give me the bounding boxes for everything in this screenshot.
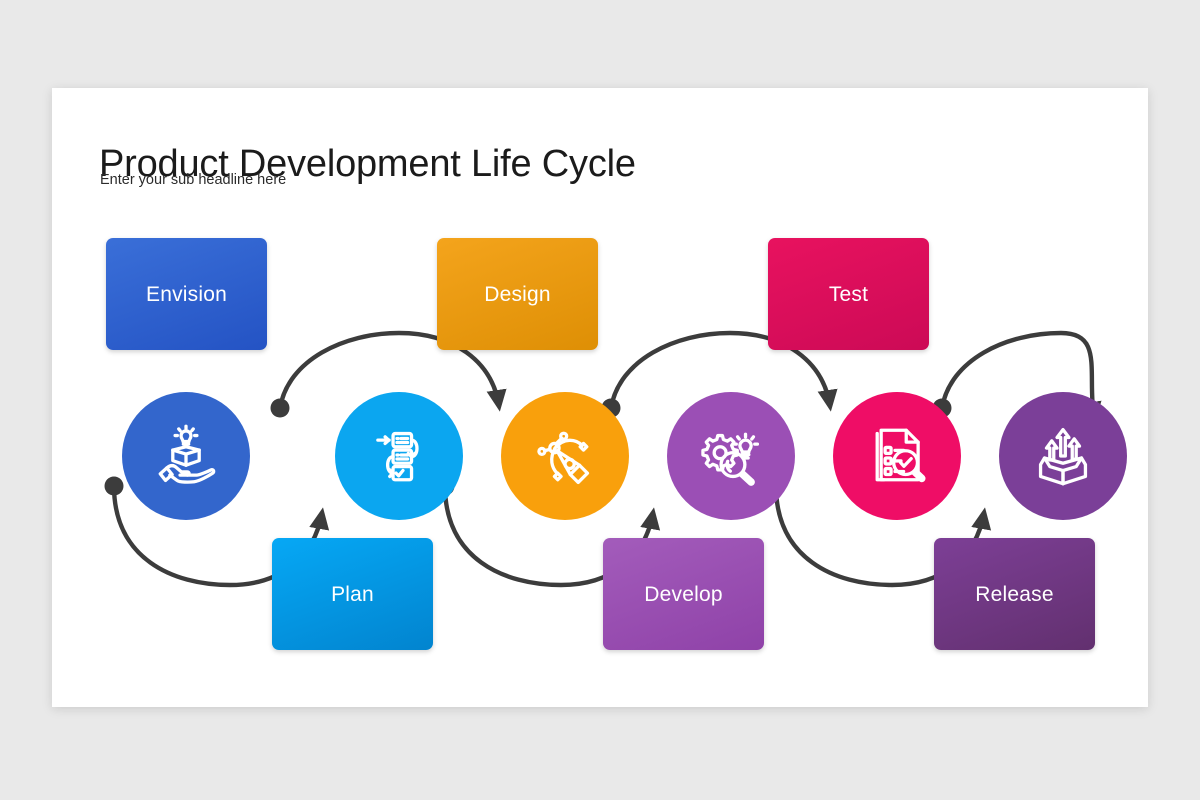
stage-circle-design[interactable]: [501, 392, 629, 520]
stage-circle-envision[interactable]: [122, 392, 250, 520]
workflow-checklist-icon: [376, 431, 419, 482]
page-title: Product Development Life Cycle: [99, 143, 636, 186]
stage-label-box-envision[interactable]: Envision: [106, 238, 267, 350]
stage-circle-release[interactable]: [999, 392, 1127, 520]
page-subtitle: Enter your sub headline here: [100, 172, 287, 188]
stage-label-box-design[interactable]: Design: [437, 238, 598, 350]
stage-circle-test[interactable]: [833, 392, 961, 520]
document-checklist-magnifier-icon: [875, 428, 926, 483]
gear-bulb-magnifier-icon: [701, 432, 760, 486]
stage-label-text: Develop: [644, 582, 723, 606]
stage-circle-develop[interactable]: [667, 392, 795, 520]
stage-label-box-plan[interactable]: Plan: [272, 538, 433, 650]
stage-label-box-release[interactable]: Release: [934, 538, 1095, 650]
stage-label-text: Release: [975, 582, 1054, 606]
stage-label-text: Plan: [331, 582, 374, 606]
stage-label-text: Design: [484, 282, 551, 306]
stage-label-box-test[interactable]: Test: [768, 238, 929, 350]
stage-circle-plan[interactable]: [335, 392, 463, 520]
stage-label-box-develop[interactable]: Develop: [603, 538, 764, 650]
box-arrows-up-icon: [1038, 427, 1088, 486]
pen-bezier-tool-icon: [537, 431, 590, 485]
stage-label-text: Test: [828, 282, 869, 306]
stage-label-text: Envision: [146, 282, 227, 306]
hand-holding-idea-box-icon: [158, 424, 216, 484]
slide-card: Product Development Life Cycle Enter you…: [52, 88, 1148, 707]
